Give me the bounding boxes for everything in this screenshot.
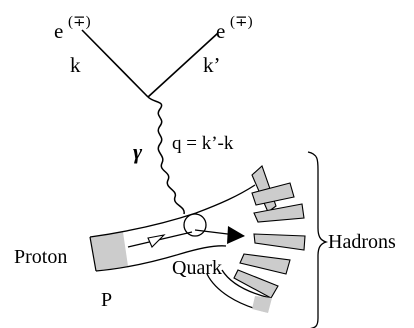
proton-tube-lower-edge (95, 245, 227, 272)
outgoing-lepton-line (147, 32, 219, 98)
proton-label: Proton (14, 246, 67, 268)
outgoing-electron-charge: (∓) (230, 14, 253, 30)
photon-symbol: γ (133, 139, 143, 164)
remnant-shade (252, 296, 272, 313)
interaction-vertex-circle (183, 213, 207, 237)
jet-wedge-4 (253, 233, 306, 251)
momentum-transfer-label: q = k’-k (172, 133, 234, 154)
proton-tube-end-cap (89, 236, 97, 272)
struck-quark-filled-arrowhead (227, 226, 245, 244)
quark-open-arrowhead (147, 234, 166, 248)
quark-label: Quark (172, 257, 222, 279)
proton-tube-shade (90, 232, 128, 271)
incoming-momentum-label: k (70, 53, 81, 77)
remnant-tube-inner-edge (221, 269, 271, 299)
proton-momentum-label: P (101, 289, 112, 311)
incoming-lepton-line (81, 29, 149, 98)
incoming-electron-symbol: e (54, 19, 63, 43)
jet-wedge-5 (239, 253, 291, 275)
hadrons-label: Hadrons (328, 231, 396, 253)
outgoing-electron-symbol: e (216, 19, 225, 43)
photon-wavy-line (147, 96, 185, 215)
proton-tube-upper-edge (89, 184, 256, 238)
jet-wedge-3 (253, 203, 305, 223)
incoming-electron-charge: (∓) (68, 14, 91, 30)
jet-wedge-2 (251, 182, 295, 206)
outgoing-momentum-label: k’ (203, 53, 221, 77)
hadrons-brace (307, 151, 329, 328)
